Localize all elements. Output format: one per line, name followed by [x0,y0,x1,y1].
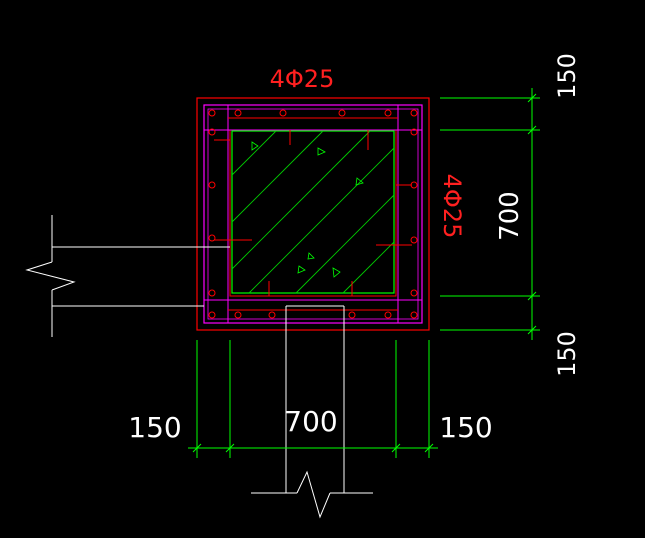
dim-right-center: 700 [495,191,525,241]
dim-right-bottom: 150 [553,331,581,377]
rebar-dots [208,109,418,319]
concrete-hatch [231,130,395,294]
column-core-outline [229,129,397,297]
right-dimension-lines [440,88,540,340]
dim-bottom-center: 700 [284,405,337,438]
outer-section-outline [196,97,430,331]
tie-bars [214,117,412,311]
bottom-beam [251,305,373,519]
outer-stirrup [203,104,423,324]
left-beam [25,215,230,337]
bottom-dimension-lines [188,340,438,458]
inner-stirrup [207,108,419,320]
side-rebar-label: 4Φ25 [438,174,466,239]
top-rebar-label: 4Φ25 [270,65,335,93]
column-inner-outline [231,130,395,294]
dim-bottom-right: 150 [439,411,492,444]
aggregate-marks [251,141,364,278]
dim-right-top: 150 [553,53,581,99]
dim-bottom-left: 150 [128,411,181,444]
